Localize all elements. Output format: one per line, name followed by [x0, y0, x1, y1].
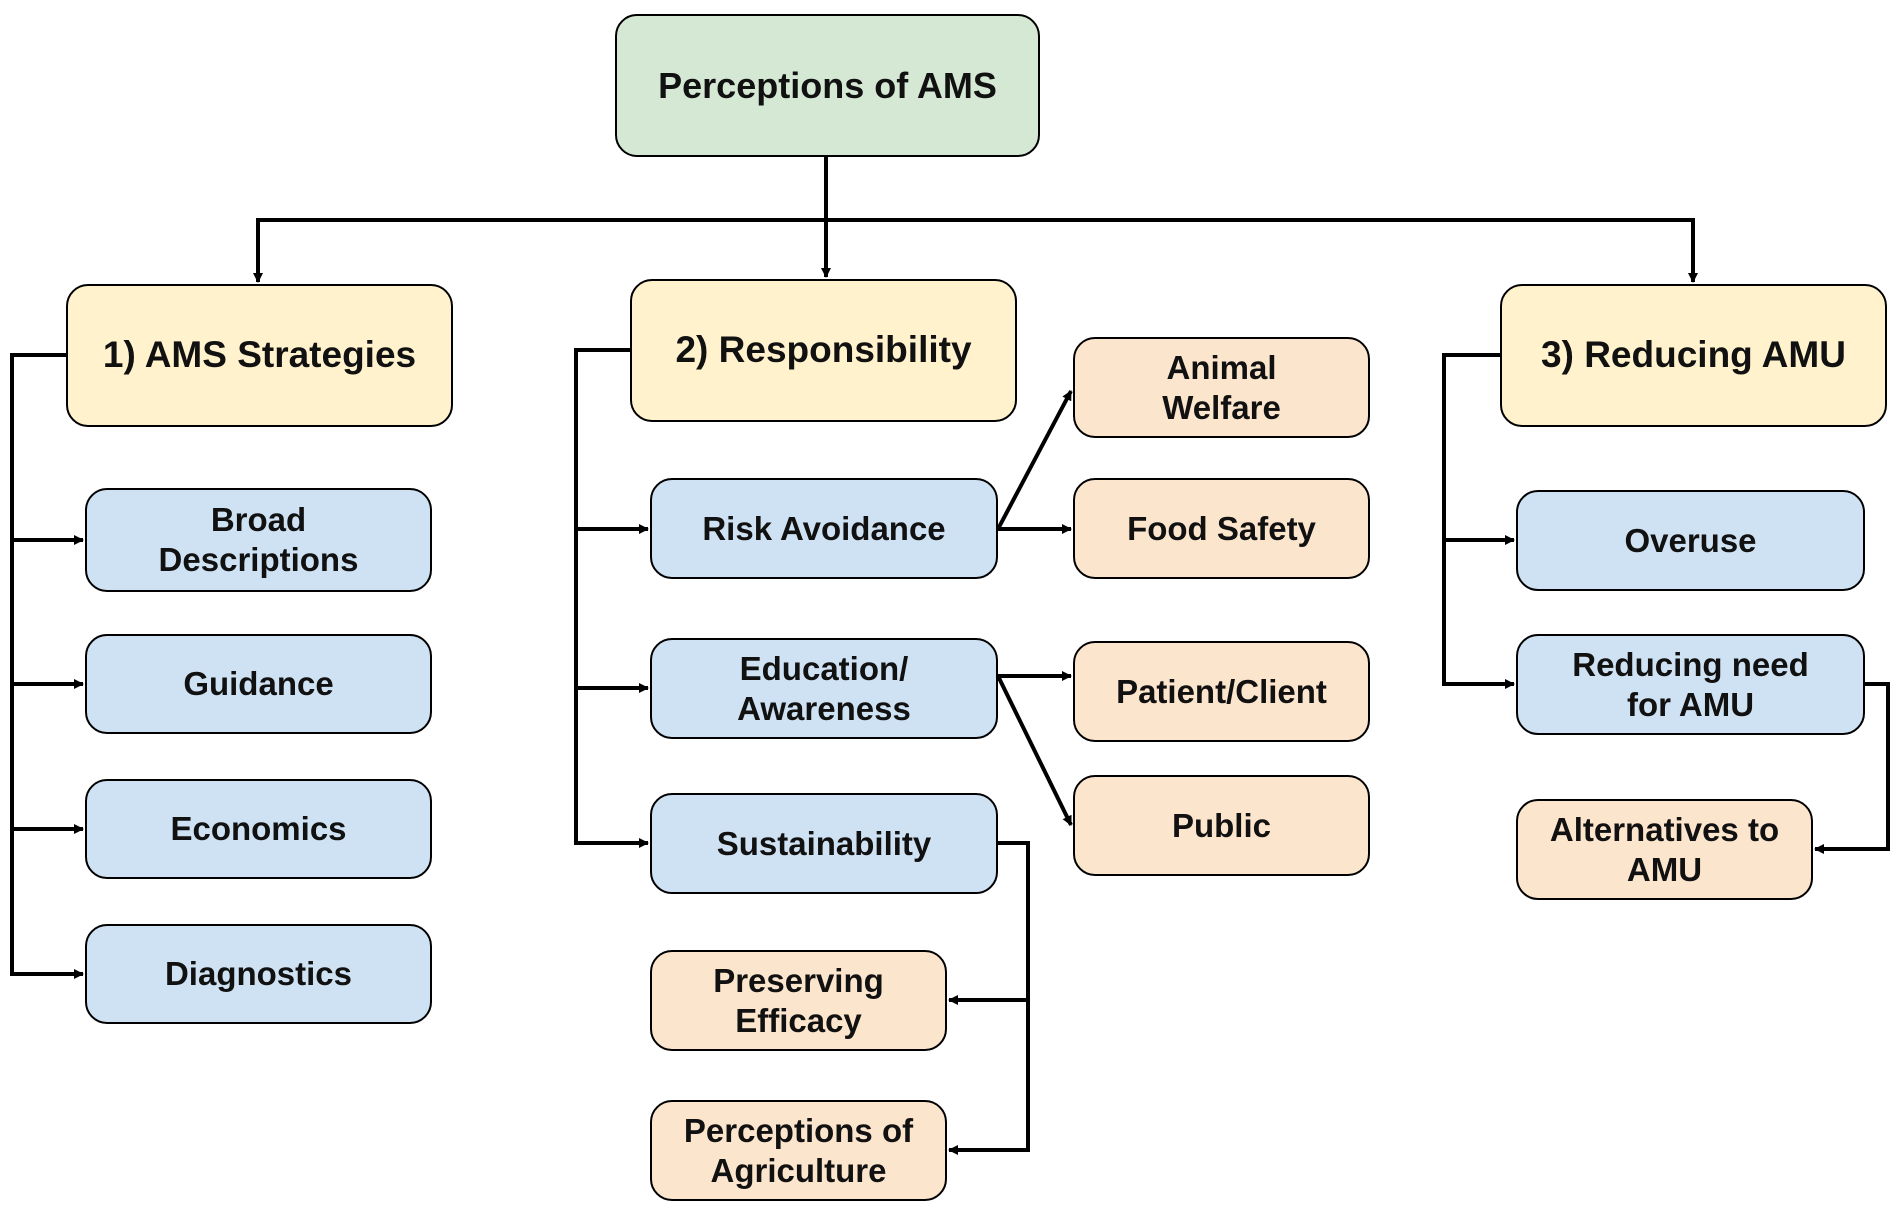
node-label: Education/ Awareness: [737, 649, 911, 727]
node-sustainability: Sustainability: [650, 793, 998, 894]
connector-responsibility-to-education: [574, 529, 649, 693]
node-label: 1) AMS Strategies: [102, 334, 417, 376]
node-reducing-amu: 3) Reducing AMU: [1500, 284, 1887, 427]
node-economics: Economics: [85, 779, 432, 879]
node-alternatives-to-amu: Alternatives to AMU: [1516, 799, 1813, 900]
node-label: Public: [1171, 806, 1272, 844]
connector-reducingneed-to-alternatives: [1814, 682, 1890, 854]
connector-strategies-to-guidance: [10, 540, 84, 689]
node-animal-welfare: Animal Welfare: [1073, 337, 1370, 438]
connector-education-to-public: [996, 675, 1073, 826]
node-public: Public: [1073, 775, 1370, 876]
node-diagnostics: Diagnostics: [85, 924, 432, 1024]
node-ams-strategies: 1) AMS Strategies: [66, 284, 453, 427]
node-responsibility: 2) Responsibility: [630, 279, 1017, 422]
node-label: Sustainability: [716, 824, 932, 862]
node-label: 3) Reducing AMU: [1541, 334, 1846, 376]
node-broad-descriptions: Broad Descriptions: [85, 488, 432, 592]
node-label: Perceptions of Agriculture: [683, 1111, 914, 1189]
node-patient-client: Patient/Client: [1073, 641, 1370, 742]
node-label: Guidance: [183, 665, 334, 703]
connector-root-to-reducing: [826, 218, 1698, 283]
connector-sustainability-to-preserving: [948, 841, 1030, 1005]
node-label: Animal Welfare: [1162, 348, 1281, 426]
node-label: Perceptions of AMS: [658, 64, 997, 106]
node-label: Reducing need for AMU: [1572, 645, 1809, 723]
node-overuse: Overuse: [1516, 490, 1865, 591]
connector-responsibility-to-sustainability: [574, 688, 649, 848]
node-preserving-efficacy: Preserving Efficacy: [650, 950, 947, 1051]
node-label: Food Safety: [1127, 509, 1316, 547]
node-education-awareness: Education/ Awareness: [650, 638, 998, 739]
node-guidance: Guidance: [85, 634, 432, 734]
node-label: Preserving Efficacy: [713, 961, 884, 1039]
node-label: Patient/Client: [1116, 672, 1327, 710]
node-label: Alternatives to AMU: [1549, 810, 1780, 888]
node-reducing-need-for-amu: Reducing need for AMU: [1516, 634, 1865, 735]
node-label: Overuse: [1624, 521, 1757, 559]
node-label: Economics: [170, 810, 347, 848]
node-label: Diagnostics: [164, 955, 353, 993]
node-label: 2) Responsibility: [675, 329, 972, 371]
connector-sustainability-to-agriculture: [948, 1000, 1030, 1155]
node-risk-avoidance: Risk Avoidance: [650, 478, 998, 579]
node-perceptions-of-ams: Perceptions of AMS: [615, 14, 1040, 157]
connector-strategies-to-economics: [10, 684, 84, 834]
connector-root-to-strategies: [253, 157, 828, 283]
connector-reducing-to-overuse: [1442, 353, 1515, 545]
node-perceptions-of-agriculture: Perceptions of Agriculture: [650, 1100, 947, 1201]
connector-risk-to-animal: [996, 390, 1073, 530]
connector-responsibility-to-risk: [574, 348, 649, 534]
node-food-safety: Food Safety: [1073, 478, 1370, 579]
node-label: Risk Avoidance: [702, 509, 946, 547]
connector-strategies-to-broad: [10, 353, 84, 545]
connector-strategies-to-diagnostics: [10, 829, 84, 979]
connector-reducing-to-reducingneed: [1442, 540, 1515, 689]
node-label: Broad Descriptions: [158, 501, 359, 578]
